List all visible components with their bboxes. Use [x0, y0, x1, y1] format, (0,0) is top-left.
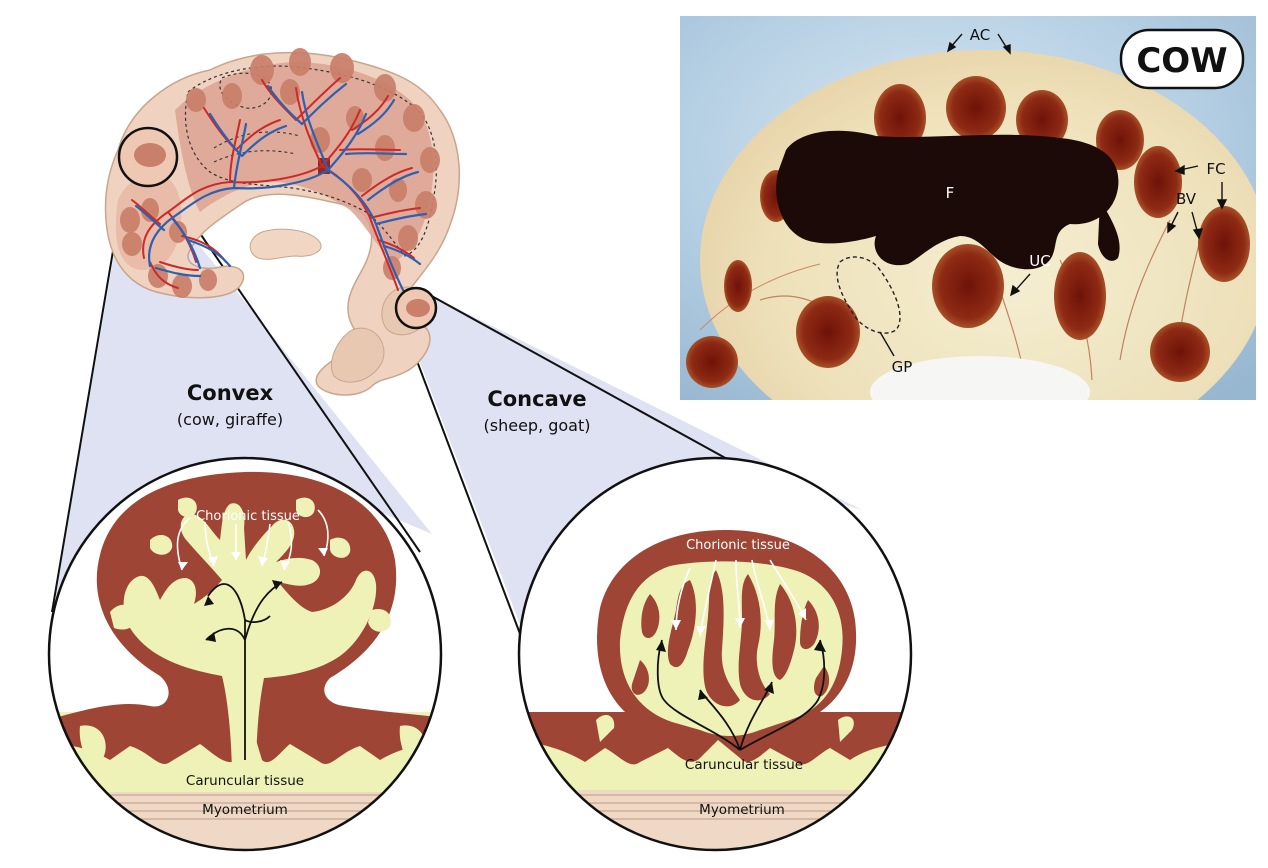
concave-myometrium-label: Myometrium: [699, 802, 785, 818]
convex-caruncular-label: Caruncular tissue: [186, 773, 304, 789]
convex-myometrium-label: Myometrium: [202, 802, 288, 818]
photo-label-gp: GP: [892, 358, 913, 376]
concave-species: (sheep, goat): [484, 416, 591, 435]
convex-title: Convex: [187, 381, 274, 405]
concave-caruncular-label: Caruncular tissue: [685, 757, 803, 773]
convex-species: (cow, giraffe): [177, 410, 283, 429]
photo-label-bv: BV: [1176, 190, 1197, 208]
photo-label-ac: AC: [970, 26, 990, 44]
concave-title: Concave: [487, 387, 586, 411]
concave-placentome-detail: Chorionic tissue Caruncular tissue Myome…: [517, 456, 913, 852]
photo-label-fc: FC: [1206, 160, 1225, 178]
uterus-illustration: [104, 48, 461, 396]
cow-badge: [1119, 28, 1245, 90]
cow-badge-text: COW: [1136, 41, 1227, 81]
photo-annotations: COW AC F FC BV UC GP: [879, 26, 1245, 376]
photo-label-f: F: [946, 184, 955, 202]
concave-chorionic-label: Chorionic tissue: [686, 538, 790, 553]
convex-chorionic-label: Chorionic tissue: [196, 509, 300, 524]
photo-label-uc: UC: [1029, 252, 1050, 270]
convex-placentome-detail: Chorionic tissue Caruncular tissue Myome…: [47, 456, 443, 852]
cow-placenta-photo: [680, 16, 1256, 400]
